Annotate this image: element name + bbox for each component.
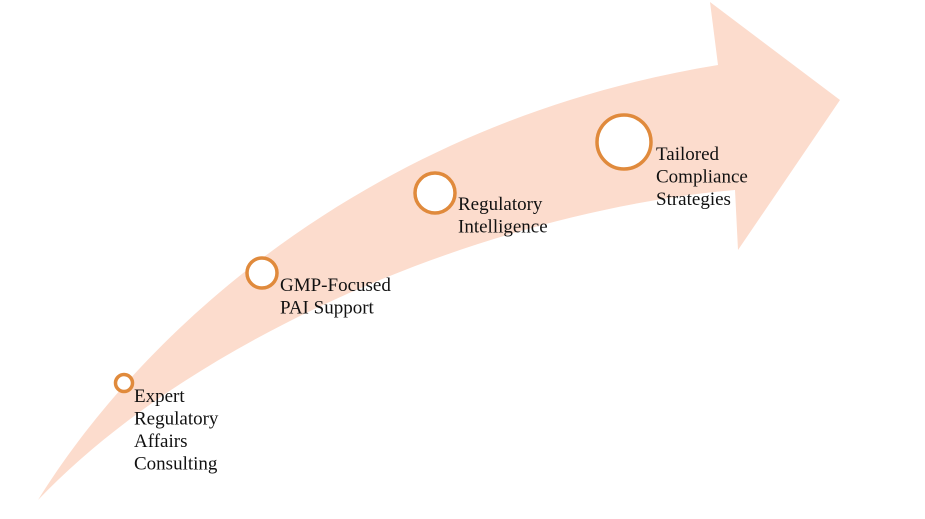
step-2-label: GMP-Focused PAI Support — [280, 275, 396, 319]
step-3-marker — [413, 171, 457, 215]
step-4-label: Tailored Compliance Strategies — [656, 144, 753, 210]
step-3: Regulatory Intelligence — [413, 171, 548, 238]
step-1-label: Expert Regulatory Affairs Consulting — [134, 386, 223, 475]
step-2-marker — [245, 256, 279, 290]
step-1-marker — [113, 372, 135, 394]
step-4-marker — [595, 113, 653, 171]
step-4: Tailored Compliance Strategies — [595, 113, 753, 210]
step-2: GMP-Focused PAI Support — [245, 256, 396, 319]
step-3-label: Regulatory Intelligence — [458, 194, 548, 238]
step-1: Expert Regulatory Affairs Consulting — [113, 372, 223, 475]
